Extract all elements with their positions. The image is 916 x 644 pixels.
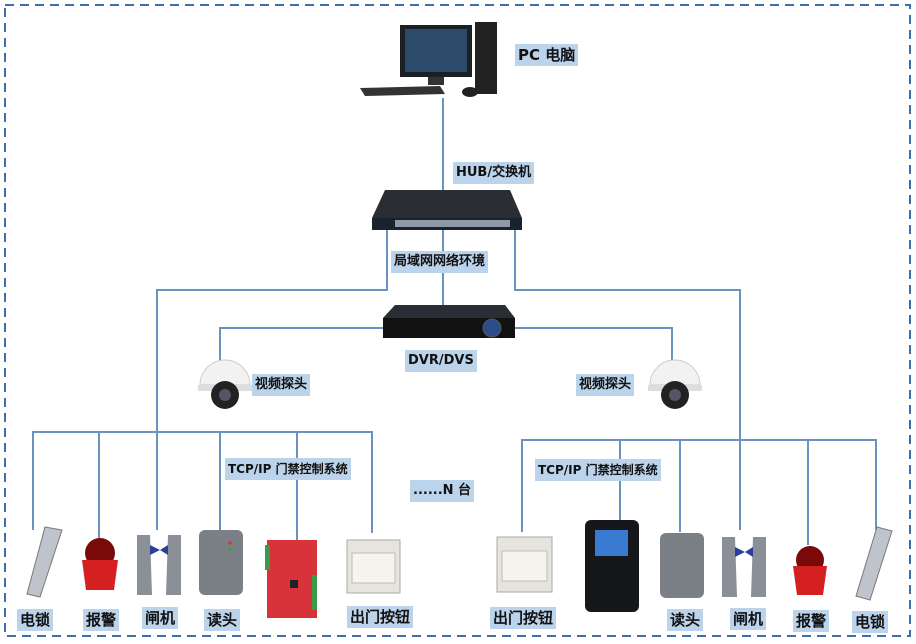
n-units-label: ......N 台 [410, 480, 475, 502]
card-reader-left-icon [199, 530, 243, 595]
dome-camera-left-icon [198, 359, 252, 409]
tcp-right-label: TCP/IP 门禁控制系统 [535, 459, 661, 481]
dvr-label: DVR/DVS [405, 350, 477, 372]
device-label: 电锁 [852, 611, 889, 633]
turnstile-left-icon [137, 535, 181, 595]
camera-right-label: 视频探头 [576, 374, 635, 396]
pc-label: PC 电脑 [515, 44, 579, 66]
tcp-left-label: TCP/IP 门禁控制系统 [225, 458, 351, 480]
device-label: 读头 [667, 609, 704, 631]
alarm-left-icon [82, 538, 118, 590]
hub-label: HUB/交换机 [453, 162, 535, 184]
alarm-right-icon [793, 546, 827, 595]
electric-lock-left-icon [26, 526, 63, 598]
dome-camera-right-icon [648, 359, 702, 409]
exit-button-right-icon [496, 536, 553, 593]
device-label: 报警 [793, 610, 830, 632]
exit-button-left-icon [346, 539, 401, 594]
device-label: 闸机 [142, 607, 179, 629]
device-label: 读头 [204, 609, 241, 631]
electric-lock-right-icon [855, 526, 893, 601]
turnstile-right-icon [722, 537, 766, 597]
device-label: 闸机 [730, 608, 767, 630]
lan-label: 局域网网络环境 [391, 251, 489, 273]
device-label: 出门按钮 [347, 606, 414, 628]
camera-left-label: 视频探头 [252, 374, 311, 396]
device-label: 出门按钮 [490, 607, 557, 629]
pc-computer-icon [360, 22, 497, 97]
access-controller-board-icon [265, 540, 317, 618]
device-label: 报警 [83, 609, 120, 631]
network-switch-icon [372, 190, 522, 230]
dashed-border [4, 4, 911, 637]
keypad-reader-icon [585, 520, 639, 612]
device-label: 电锁 [17, 609, 54, 631]
dvr-icon [383, 305, 515, 338]
card-reader-right-icon [660, 533, 704, 598]
